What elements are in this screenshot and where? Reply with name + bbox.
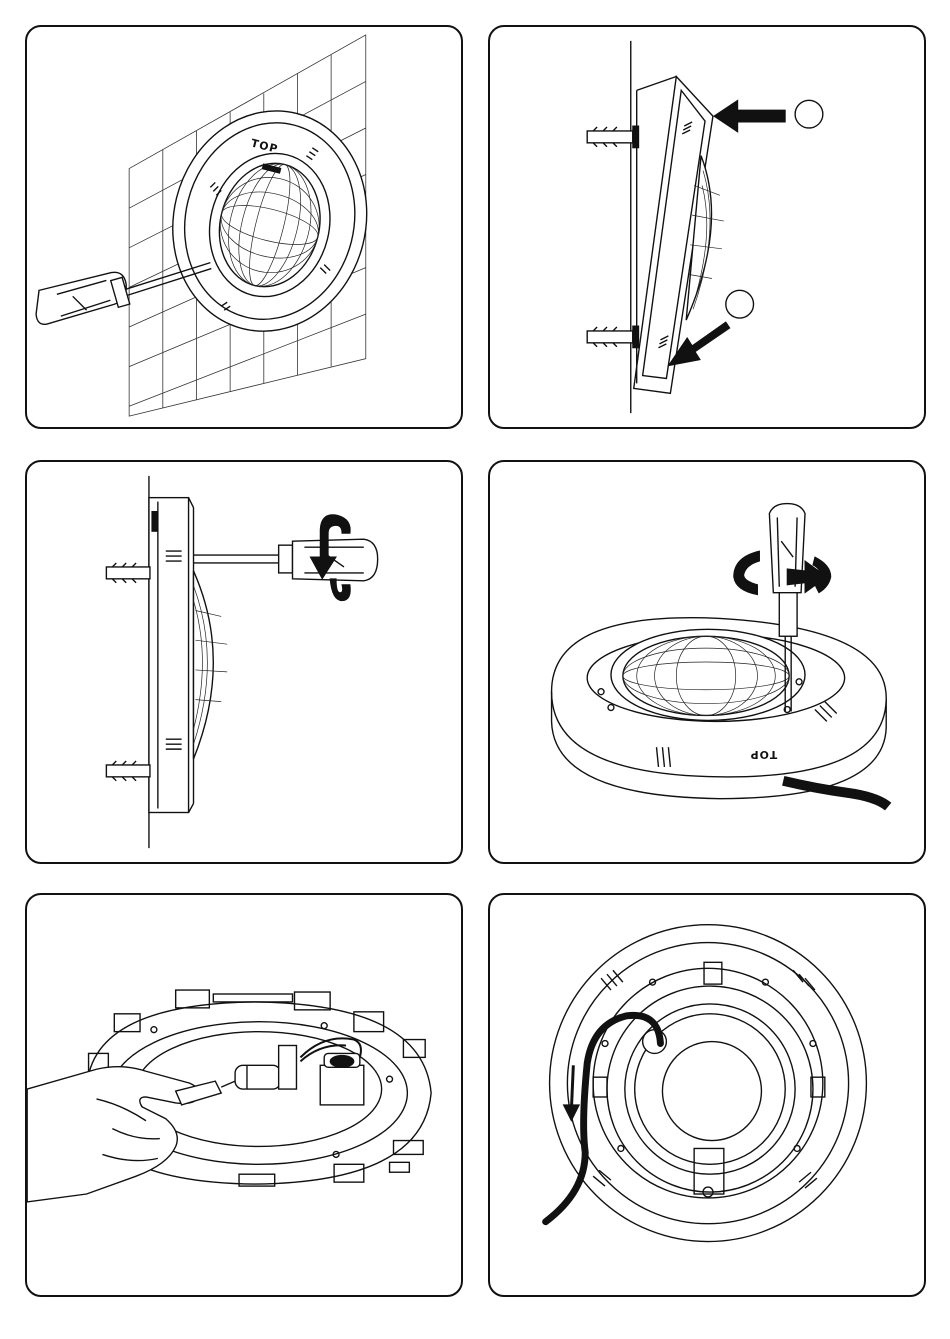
step-4-illustration: TOP xyxy=(490,462,924,862)
panel-step-2 xyxy=(488,25,926,429)
step-marker-1 xyxy=(795,100,823,128)
top-label: TOP xyxy=(750,748,778,761)
lamp-icon xyxy=(550,925,867,1242)
panel-step-3 xyxy=(25,460,463,864)
screwdriver-icon xyxy=(194,539,378,581)
lamp-icon: TOP xyxy=(552,618,887,799)
lamp-icon: TOP xyxy=(150,90,390,352)
panel-step-5 xyxy=(25,893,463,1297)
lamp-icon xyxy=(149,498,227,813)
wall-anchor-top xyxy=(106,563,150,583)
step-6-illustration xyxy=(490,895,924,1295)
step-1-illustration: TOP xyxy=(27,27,461,427)
step-marker-2 xyxy=(726,290,754,318)
arrow-icon xyxy=(714,100,785,132)
step-3-illustration xyxy=(27,462,461,862)
step-2-illustration xyxy=(490,27,924,427)
lamp-icon xyxy=(634,77,724,394)
step-5-illustration xyxy=(27,895,461,1295)
panel-step-4: TOP xyxy=(488,460,926,864)
panel-step-1: TOP xyxy=(25,25,463,429)
panel-step-6 xyxy=(488,893,926,1297)
wall-anchor-bottom xyxy=(106,761,150,781)
